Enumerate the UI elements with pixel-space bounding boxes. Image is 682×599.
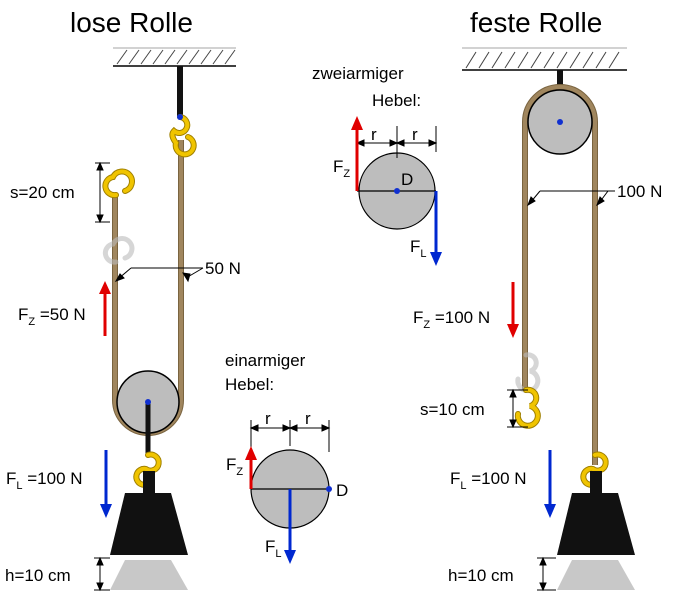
two-arm-title-1: zweiarmiger [312, 64, 404, 83]
two-arm-r-left: r [371, 125, 377, 144]
left-fl-label: FL =100 N [6, 469, 83, 492]
one-arm-lever [245, 420, 332, 564]
two-arm-fl: FL [410, 237, 427, 260]
weight [557, 493, 635, 555]
faded-pull-hook-icon [102, 236, 135, 265]
ceiling-right [462, 47, 627, 71]
left-fz-label: FZ =50 N [18, 305, 86, 328]
rope-force-leader [527, 190, 615, 207]
two-arm-r-right: r [412, 125, 418, 144]
two-arm-title-2: Hebel: [372, 91, 421, 110]
two-arm-pivot: D [401, 170, 413, 189]
weight-stem [143, 471, 155, 493]
rope-force-leader [114, 267, 204, 283]
right-panel-title: feste Rolle [470, 7, 602, 38]
pivot-dot [394, 188, 400, 194]
right-rope-force-label: 100 N [617, 182, 662, 201]
s-dimension [95, 161, 110, 224]
one-arm-fz: FZ [226, 455, 243, 478]
right-s-label: s=10 cm [420, 400, 485, 419]
left-s-label: s=20 cm [10, 183, 75, 202]
weight-stem [590, 471, 602, 493]
loose-pulley-system [94, 66, 204, 592]
two-arm-fz: FZ [333, 157, 350, 180]
fixed-pulley-system [507, 70, 635, 592]
axle-dot [557, 119, 563, 125]
one-arm-title-2: Hebel: [225, 375, 274, 394]
ceiling-left [113, 47, 236, 67]
one-arm-r-left: r [265, 409, 271, 428]
weight [110, 493, 188, 555]
axle-dot [145, 399, 151, 405]
faded-pull-hook-icon [515, 352, 541, 394]
left-h-label: h=10 cm [5, 566, 71, 585]
ceiling-hook-icon [169, 114, 197, 158]
one-arm-pivot: D [336, 481, 348, 500]
h-dimension [94, 556, 110, 592]
one-arm-r-right: r [305, 409, 311, 428]
two-arm-lever [351, 116, 442, 266]
left-rope-force-label: 50 N [205, 259, 241, 278]
pull-hook-icon [102, 168, 135, 199]
one-arm-fl: FL [265, 537, 282, 560]
left-panel-title: lose Rolle [70, 7, 193, 38]
weight-faded [110, 560, 188, 590]
h-dimension [537, 556, 556, 592]
weight-faded [557, 560, 635, 590]
right-fz-label: FZ =100 N [413, 308, 490, 331]
right-h-label: h=10 cm [448, 566, 514, 585]
one-arm-title-1: einarmiger [225, 351, 306, 370]
s-dimension [507, 388, 528, 429]
pull-hook-icon [514, 386, 541, 429]
pivot-dot [326, 486, 332, 492]
right-fl-label: FL =100 N [450, 469, 527, 492]
